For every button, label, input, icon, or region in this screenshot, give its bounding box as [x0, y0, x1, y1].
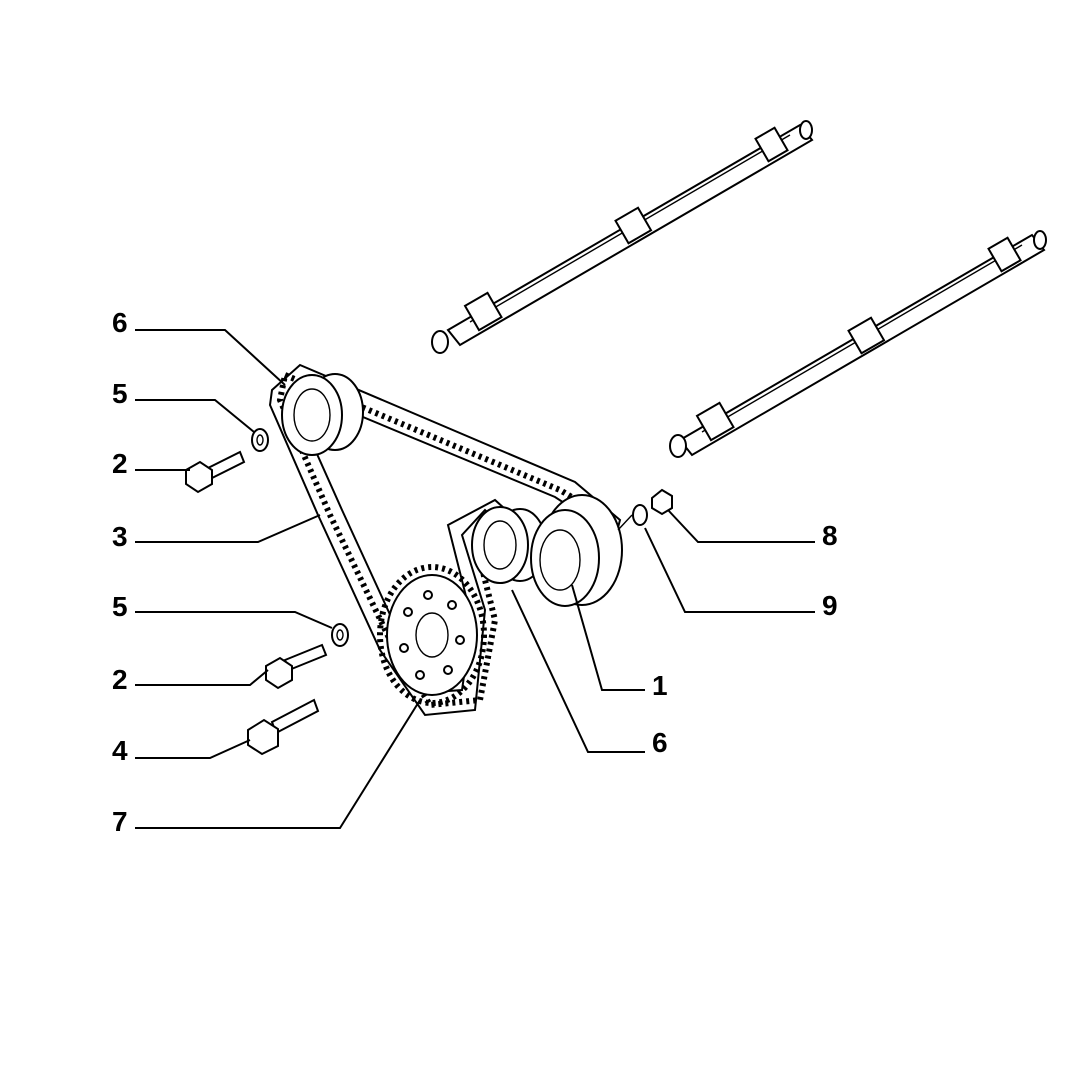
callout-3: 3 — [112, 521, 128, 552]
upper-idler-pulley — [281, 373, 364, 456]
callout-5b: 5 — [112, 591, 128, 622]
callout-1: 1 — [652, 670, 668, 701]
callout-9: 9 — [822, 590, 838, 621]
bolt-long — [247, 698, 320, 756]
callout-6a: 6 — [112, 307, 128, 338]
callout-2b: 2 — [112, 664, 128, 695]
callout-5a: 5 — [112, 378, 128, 409]
leader-9 — [644, 527, 815, 613]
leader-1 — [571, 584, 645, 691]
washer-lower — [331, 623, 349, 647]
leader-lines — [135, 329, 815, 829]
callout-7: 7 — [112, 806, 128, 837]
callout-2a: 2 — [112, 448, 128, 479]
camshaft-upper — [431, 120, 814, 354]
bolt-upper — [185, 450, 246, 494]
camshaft-pulley — [530, 494, 633, 607]
callout-labels: 6 5 2 3 5 2 4 7 8 9 1 6 — [112, 307, 838, 837]
leader-6a — [135, 329, 286, 386]
callout-8: 8 — [822, 520, 838, 551]
camshaft-lower — [669, 230, 1047, 458]
crankshaft-sprocket — [377, 564, 487, 706]
leader-3 — [135, 514, 321, 543]
leader-6b — [511, 589, 645, 753]
callout-4: 4 — [112, 735, 128, 766]
leader-8 — [667, 509, 815, 543]
nut-8 — [651, 488, 673, 516]
leader-4 — [135, 739, 251, 759]
washer-upper — [251, 428, 269, 452]
leader-5b — [135, 611, 333, 629]
leader-5a — [135, 399, 255, 433]
washer-9 — [632, 504, 648, 526]
leader-7 — [135, 699, 421, 829]
leader-2b — [135, 669, 269, 686]
bolt-middle — [265, 643, 328, 690]
callout-6b: 6 — [652, 727, 668, 758]
